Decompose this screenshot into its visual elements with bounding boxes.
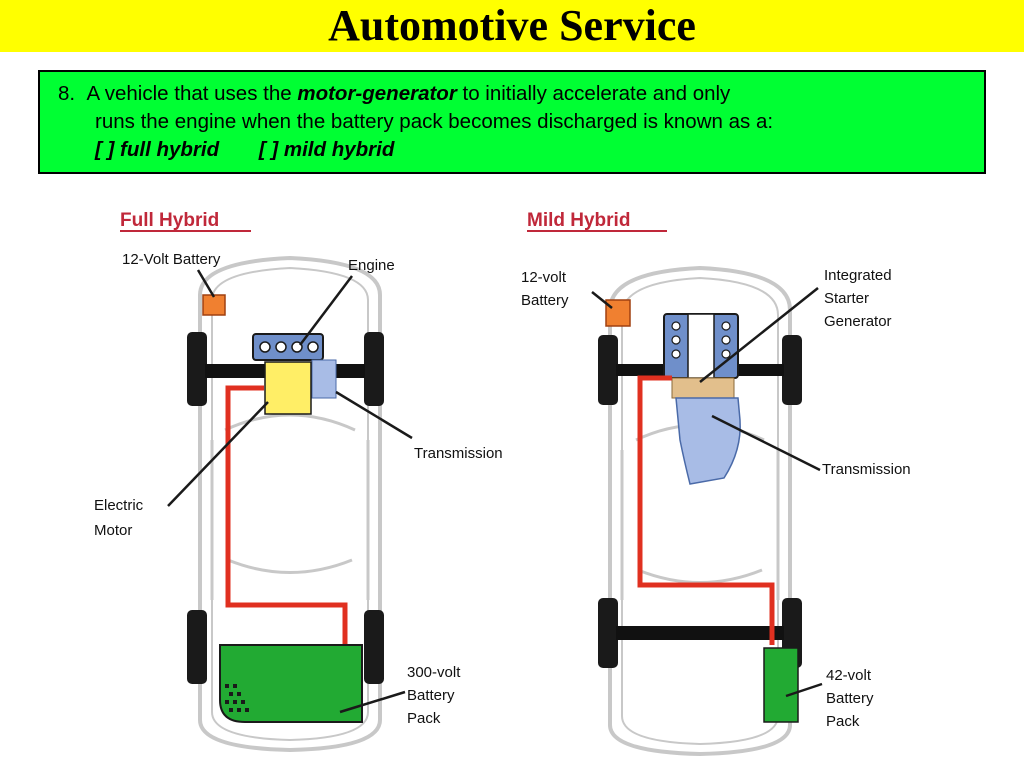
full-hybrid-300v-battery-pack	[219, 644, 363, 723]
full-hybrid-diagram: Full Hybrid	[94, 210, 503, 753]
mild-hybrid-isg-label-line2: Starter	[824, 290, 869, 307]
question-box: 8. A vehicle that uses the motor-generat…	[38, 70, 986, 174]
mild-hybrid-12v-battery-label-line1: 12-volt	[521, 269, 567, 286]
full-hybrid-engine	[252, 333, 324, 361]
mild-hybrid-pack-label-line2: Battery	[826, 690, 874, 707]
full-hybrid-12v-battery-label: 12-Volt Battery	[122, 251, 221, 268]
full-hybrid-motor-label-line2: Motor	[94, 522, 132, 539]
mild-hybrid-pack-label-line1: 42-volt	[826, 667, 872, 684]
mild-hybrid-isg-label-line3: Generator	[824, 313, 892, 330]
slide-title: Automotive Service	[328, 1, 696, 50]
full-hybrid-rear-left-wheel	[187, 610, 207, 684]
full-hybrid-front-right-wheel	[364, 332, 384, 406]
question-text-post: to initially accelerate and only	[456, 82, 731, 105]
mild-hybrid-heading: Mild Hybrid	[527, 210, 630, 231]
mild-hybrid-42v-battery-pack	[763, 647, 799, 723]
mild-hybrid-rear-axle	[616, 626, 784, 640]
mild-hybrid-12v-battery	[605, 299, 631, 327]
full-hybrid-transmission-label: Transmission	[414, 445, 503, 462]
full-hybrid-hv-wire	[225, 385, 348, 645]
question-term: motor-generator	[297, 82, 457, 105]
question-line-2: runs the engine when the battery pack be…	[95, 110, 774, 133]
option-mild-hybrid[interactable]: [ ] mild hybrid	[258, 138, 395, 161]
full-hybrid-12v-battery	[202, 294, 226, 316]
full-hybrid-engine-label: Engine	[348, 257, 395, 274]
mild-hybrid-pack-label-line3: Pack	[826, 713, 860, 730]
mild-hybrid-diagram: Mild Hybrid	[521, 210, 911, 757]
mild-hybrid-transmission	[675, 397, 741, 485]
mild-hybrid-engine	[663, 313, 739, 379]
mild-hybrid-rear-left-wheel	[598, 598, 618, 668]
mild-hybrid-wire	[637, 375, 775, 645]
mild-hybrid-front-left-wheel	[598, 335, 618, 405]
full-hybrid-heading: Full Hybrid	[120, 210, 219, 231]
full-hybrid-electric-motor	[264, 361, 312, 415]
mild-hybrid-car-outline	[608, 265, 792, 757]
full-hybrid-rear-right-wheel	[364, 610, 384, 684]
mild-hybrid-leader-lines	[591, 287, 823, 698]
mild-hybrid-isg-label-line1: Integrated	[824, 267, 892, 284]
full-hybrid-pack-label-line3: Pack	[407, 710, 441, 727]
full-hybrid-transmission	[311, 359, 337, 399]
full-hybrid-pack-label-line1: 300-volt	[407, 664, 461, 681]
full-hybrid-front-left-wheel	[187, 332, 207, 406]
title-bar: Automotive Service	[0, 0, 1024, 52]
question-options: [ ] full hybrid [ ] mild hybrid	[58, 136, 970, 164]
option-full-hybrid[interactable]: [ ] full hybrid	[95, 138, 220, 161]
question-line-1: 8. A vehicle that uses the motor-generat…	[58, 80, 970, 108]
question-text-pre: A vehicle that uses the	[86, 82, 298, 105]
full-hybrid-car-outline	[198, 255, 382, 753]
mild-hybrid-12v-battery-label-line2: Battery	[521, 292, 569, 309]
full-hybrid-leader-lines	[167, 269, 413, 714]
full-hybrid-motor-label-line1: Electric	[94, 497, 144, 514]
question-number: 8.	[58, 82, 76, 105]
full-hybrid-pack-label-line2: Battery	[407, 687, 455, 704]
mild-hybrid-front-right-wheel	[782, 335, 802, 405]
mild-hybrid-transmission-label: Transmission	[822, 461, 911, 478]
